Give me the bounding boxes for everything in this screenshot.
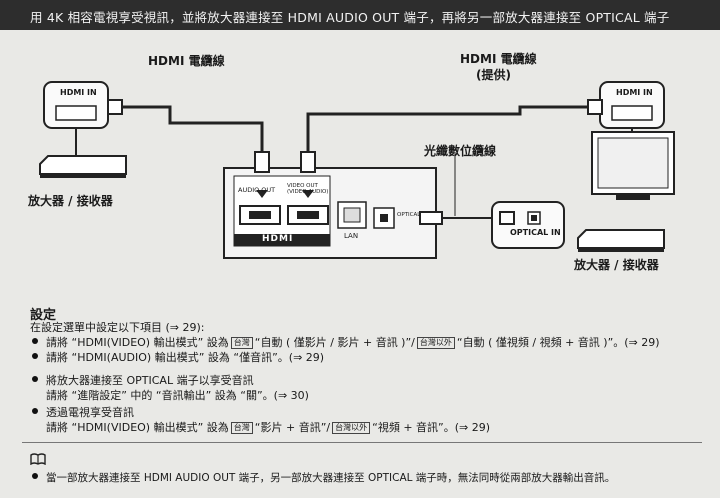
label-hdmi-cable-left: HDMI 電纜線 (148, 54, 225, 68)
tv-line-mid: “影片 + 音訊”/ (254, 421, 331, 434)
settings-item-2: 請將 “HDMI(AUDIO) 輸出模式” 設為 “僅音訊”。(⇒ 29) (32, 351, 324, 365)
note-line: 當一部放大器連接至 HDMI AUDIO OUT 端子，另一部放大器連接至 OP… (32, 471, 615, 485)
tv-line-pre: 請將 “HDMI(VIDEO) 輸出模式” 設為 (46, 421, 229, 434)
optical-title: 將放大器連接至 OPTICAL 端子以享受音訊 (32, 374, 254, 388)
television (591, 128, 675, 200)
bullet (32, 408, 38, 414)
amplifier-right (577, 229, 665, 252)
label-amp-right: 放大器 / 接收器 (574, 258, 659, 272)
label-hdmi-in-right: HDMI IN (616, 88, 653, 97)
bullet (32, 353, 38, 359)
divider (22, 442, 702, 443)
optical-line: 請將 “進階設定” 中的 “音訊輸出” 設為 “關”。(⇒ 30) (46, 389, 309, 402)
settings-item-2-text: 請將 “HDMI(AUDIO) 輸出模式” 設為 “僅音訊”。(⇒ 29) (46, 351, 325, 364)
optical-title-text: 將放大器連接至 OPTICAL 端子以享受音訊 (46, 374, 254, 387)
tv-title-text: 透過電視享受音訊 (46, 406, 134, 419)
book-icon (30, 450, 46, 469)
tv-line: 請將 “HDMI(VIDEO) 輸出模式” 設為台灣“影片 + 音訊”/台灣以外… (46, 421, 490, 435)
label-optical-in: OPTICAL IN (510, 228, 561, 237)
label-lan: LAN (344, 232, 359, 240)
label-hdmi-cable-right: HDMI 電纜線 (460, 52, 537, 66)
hdmi-in-box-left (43, 81, 123, 129)
label-amp-left: 放大器 / 接收器 (28, 194, 113, 208)
hdmi-in-box-right (587, 81, 665, 129)
bullet (32, 338, 38, 344)
tv-title: 透過電視享受音訊 (32, 406, 134, 420)
hdmi-plugs (254, 151, 316, 198)
label-hdmi-cable-right-note: (提供) (476, 68, 511, 82)
note-text: 當一部放大器連接至 HDMI AUDIO OUT 端子，另一部放大器連接至 OP… (46, 472, 616, 484)
header-text: 用 4K 相容電視享受視訊，並將放大器連接至 HDMI AUDIO OUT 端子… (30, 10, 670, 25)
settings-intro: 在設定選單中設定以下項目 (⇒ 29): (30, 321, 205, 334)
bullet (32, 473, 38, 479)
settings-item-1: 請將 “HDMI(VIDEO) 輸出模式” 設為台灣“自動 ( 僅影片 / 影片… (32, 336, 660, 350)
plug-left (107, 99, 123, 115)
player-rear-panel (223, 167, 443, 259)
label-audio-out: AUDIO OUT (238, 186, 276, 194)
section-header: 用 4K 相容電視享受視訊，並將放大器連接至 HDMI AUDIO OUT 端子… (0, 0, 720, 30)
region-symbol: 台灣 (230, 337, 253, 349)
settings-item-1-mid: “自動 ( 僅影片 / 影片 + 音訊 )”/ (254, 336, 415, 349)
label-hdmi-in-left: HDMI IN (60, 88, 97, 97)
region-symbol: 台灣以外 (416, 337, 455, 349)
settings-item-1-post: “自動 ( 僅視頻 / 視頻 + 音訊 )”。(⇒ 29) (456, 336, 660, 349)
region-symbol: 台灣 (230, 422, 253, 434)
plug-right (587, 99, 603, 115)
label-video-out: VIDEO OUT (VIDEO·AUDIO) (287, 183, 329, 195)
hdmi-cable-left (118, 105, 264, 152)
label-hdmi-logo: HDMI (262, 234, 294, 244)
amplifier-left (39, 128, 127, 178)
hdmi-cable-right (306, 105, 596, 152)
optical-in-box (491, 201, 565, 249)
label-optical-port: OPTICAL (397, 212, 421, 218)
settings-item-1-pre: 請將 “HDMI(VIDEO) 輸出模式” 設為 (46, 336, 229, 349)
connection-diagram (39, 81, 675, 259)
label-optical-cable: 光纖數位纜線 (424, 144, 497, 158)
tv-line-post: “視頻 + 音訊”。(⇒ 29) (372, 421, 491, 434)
bullet (32, 376, 38, 382)
settings-heading: 設定 (30, 308, 57, 323)
region-symbol: 台灣以外 (332, 422, 371, 434)
